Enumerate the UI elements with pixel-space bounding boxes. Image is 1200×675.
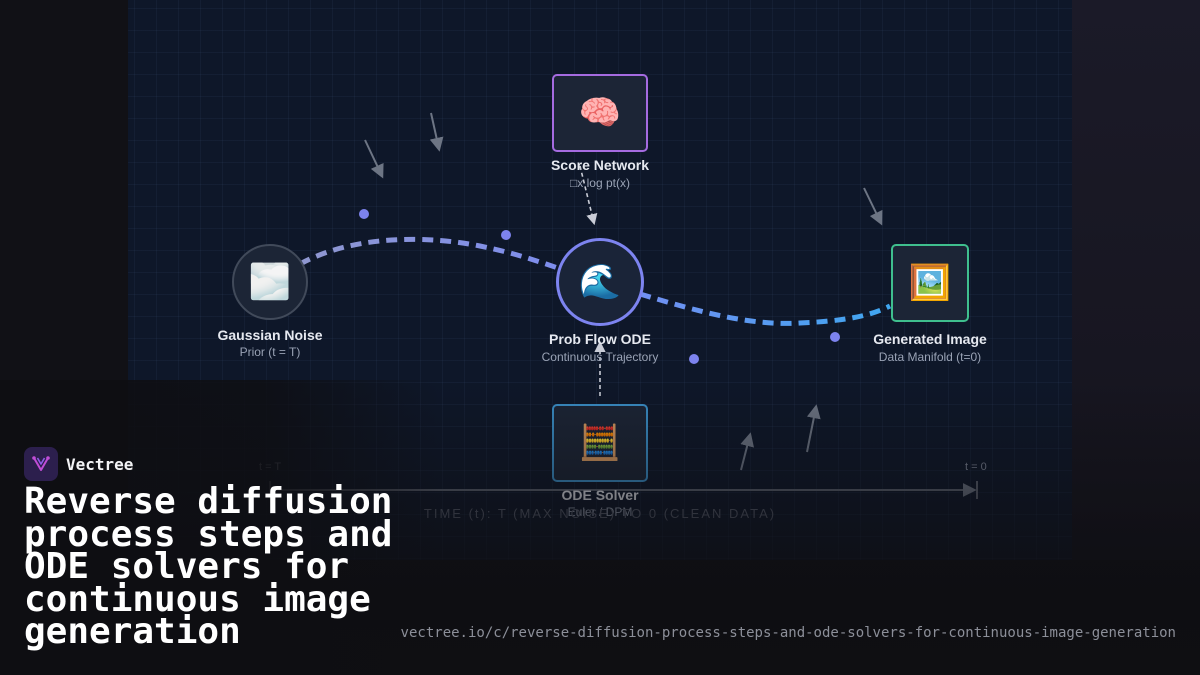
timeline-end-label: t = 0: [965, 461, 987, 473]
flow-arrow: [863, 187, 883, 226]
generated-image-title: Generated Image: [873, 331, 987, 347]
framed-picture-icon: 🖼️: [908, 263, 952, 303]
trajectory-path: [298, 236, 892, 326]
score-gradient-link: [579, 165, 598, 226]
score-network-node[interactable]: 🧠: [552, 74, 648, 152]
brand[interactable]: Vectree: [24, 447, 133, 481]
gaussian-noise-node[interactable]: 🌫️: [232, 244, 308, 320]
prob-flow-ode-subtitle: Continuous Trajectory: [541, 350, 659, 364]
prob-flow-ode-node[interactable]: 🌊: [556, 238, 644, 326]
vectree-logo-icon: [24, 447, 58, 481]
flow-arrow: [806, 404, 821, 453]
score-network-subtitle: □x log pt(x): [570, 176, 630, 190]
sample-particle: [689, 354, 699, 364]
score-network-title: Score Network: [550, 157, 650, 173]
ode-solver-node[interactable]: 🧮: [552, 404, 648, 482]
fog-icon: 🌫️: [248, 262, 292, 302]
page-title: Reverse diffusion process steps and ODE …: [24, 481, 393, 652]
generated-image-node[interactable]: 🖼️: [891, 244, 969, 322]
gaussian-noise-subtitle: Prior (t = T): [239, 345, 301, 359]
prob-flow-ode-title: Prob Flow ODE: [549, 331, 651, 347]
sample-particle: [830, 332, 840, 342]
wave-icon: 🌊: [578, 262, 622, 302]
generated-image-subtitle: Data Manifold (t=0): [878, 350, 982, 364]
gaussian-noise-title: Gaussian Noise: [217, 327, 323, 343]
flow-arrow: [740, 432, 754, 471]
ode-solver-title: ODE Solver: [561, 487, 639, 503]
abacus-icon: 🧮: [578, 423, 622, 463]
sample-particle: [501, 230, 511, 240]
flow-arrow: [429, 112, 444, 152]
flow-arrow: [364, 139, 384, 179]
brand-name: Vectree: [66, 454, 134, 474]
page-url[interactable]: vectree.io/c/reverse-diffusion-process-s…: [400, 625, 1176, 641]
brain-icon: 🧠: [578, 93, 622, 133]
timeline-start-label: t = T: [259, 461, 282, 473]
sample-particle: [359, 209, 369, 219]
